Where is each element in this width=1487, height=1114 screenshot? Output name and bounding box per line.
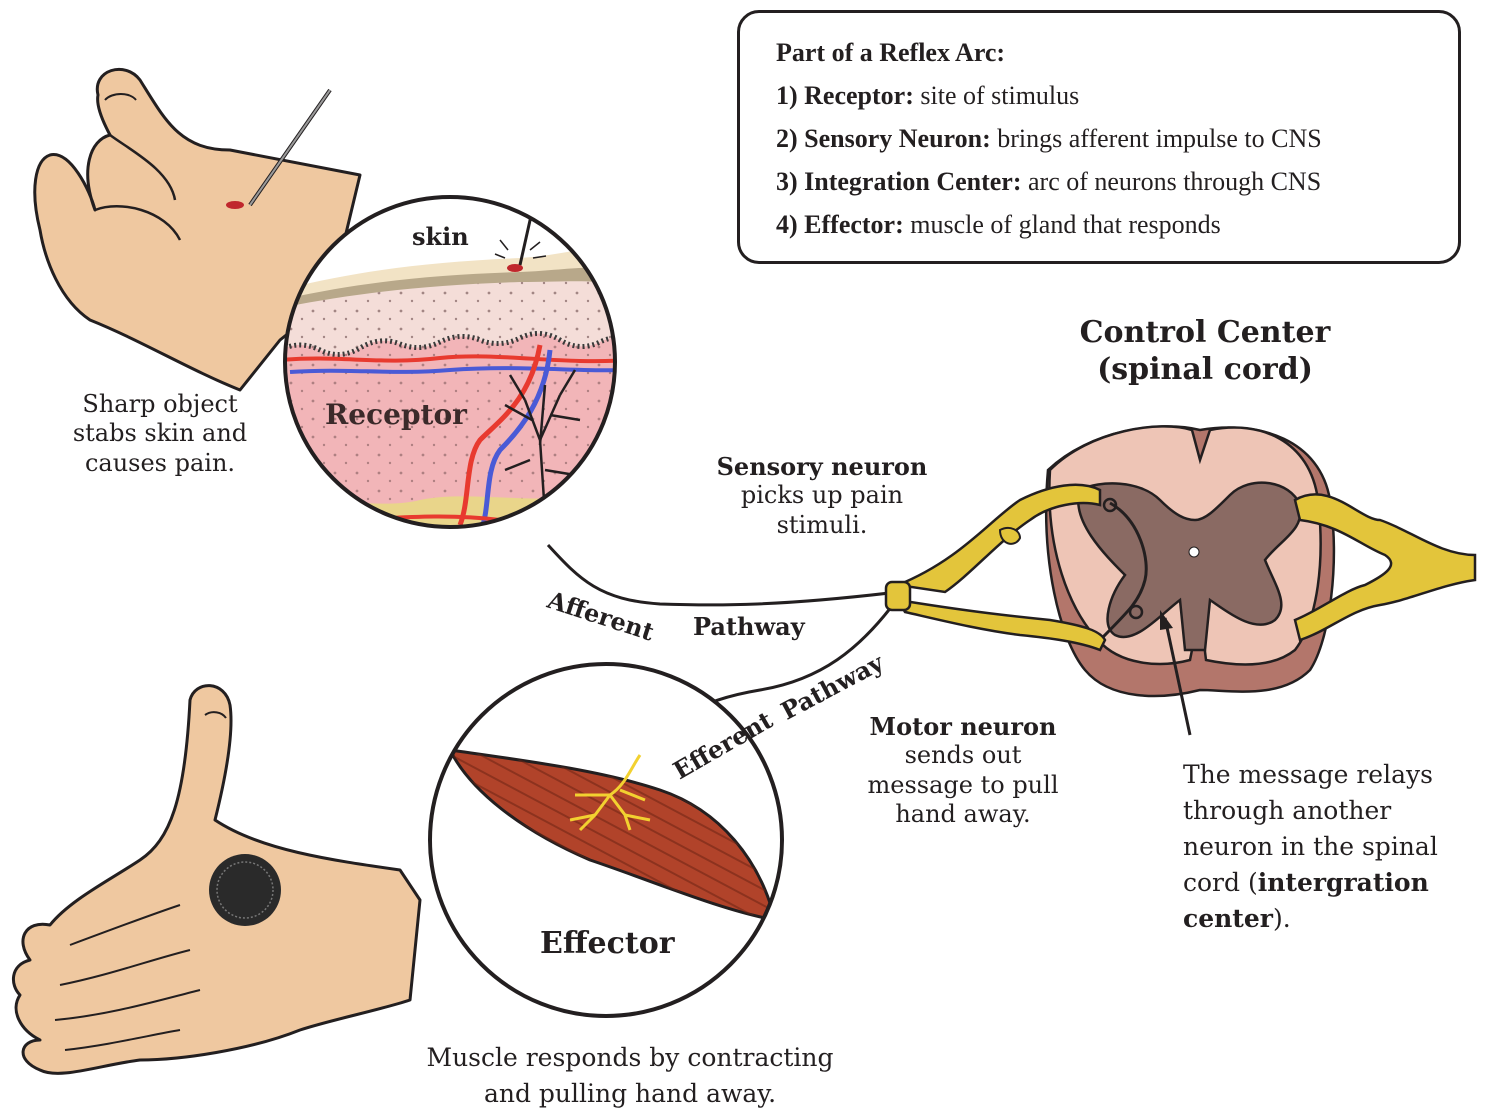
legend-item: 1) Receptor: site of stimulus: [776, 74, 1422, 117]
legend-desc: brings afferent impulse to CNS: [997, 124, 1321, 153]
legend-item: 3) Integration Center: arc of neurons th…: [776, 160, 1422, 203]
control-center-title: Control Center (spinal cord): [1040, 315, 1370, 388]
effector-label: Effector: [540, 926, 675, 963]
muscle-effector: [430, 664, 782, 1016]
legend-term: 4) Effector:: [776, 210, 904, 239]
caption-line: The message relays: [1183, 757, 1473, 793]
legend-desc: site of stimulus: [920, 81, 1079, 110]
caption-heading: Sensory neuron: [702, 452, 942, 481]
caption-line: and pulling hand away.: [400, 1076, 860, 1112]
caption-line: Muscle responds by contracting: [400, 1040, 860, 1076]
skin-label: skin: [412, 222, 469, 251]
legend-desc: arc of neurons through CNS: [1028, 167, 1321, 196]
withdrawn-hand: [13, 686, 420, 1074]
title-line: Control Center: [1040, 315, 1370, 352]
caption-line: neuron in the spinal: [1183, 829, 1473, 865]
caption-line: stimuli.: [702, 511, 942, 540]
caption-fragment: cord (: [1183, 868, 1258, 897]
caption-heading: Motor neuron: [843, 712, 1083, 741]
caption-line: sends out: [843, 741, 1083, 770]
reflex-arc-legend: Part of a Reflex Arc: 1) Receptor: site …: [737, 10, 1461, 264]
legend-term: 1) Receptor:: [776, 81, 914, 110]
motor-neuron-caption: Motor neuron sends out message to pull h…: [843, 712, 1083, 829]
legend-item: 2) Sensory Neuron: brings afferent impul…: [776, 117, 1422, 160]
caption-line: through another: [1183, 793, 1473, 829]
caption-line: cord (intergration: [1183, 865, 1473, 901]
legend-term: 3) Integration Center:: [776, 167, 1022, 196]
sharp-object-caption: Sharp object stabs skin and causes pain.: [40, 390, 280, 478]
legend-desc: muscle of gland that responds: [910, 210, 1221, 239]
legend-term: 2) Sensory Neuron:: [776, 124, 991, 153]
legend-item: 4) Effector: muscle of gland that respon…: [776, 203, 1422, 246]
caption-line: picks up pain: [702, 481, 942, 510]
caption-fragment: center: [1183, 904, 1273, 933]
caption-line: causes pain.: [40, 449, 280, 478]
spinal-cord: [886, 426, 1475, 735]
caption-line: stabs skin and: [40, 419, 280, 448]
afferent-pathway-label: Pathway: [693, 612, 805, 641]
legend-title: Part of a Reflex Arc:: [776, 38, 1005, 67]
receptor-label: Receptor: [325, 398, 467, 432]
caption-line: message to pull: [843, 771, 1083, 800]
caption-fragment: intergration: [1258, 868, 1429, 897]
caption-line: center).: [1183, 901, 1473, 937]
afferent-pathway-line: [548, 545, 898, 605]
title-line: (spinal cord): [1040, 352, 1370, 389]
relay-caption: The message relays through another neuro…: [1183, 757, 1473, 937]
caption-line: Sharp object: [40, 390, 280, 419]
sensory-neuron-caption: Sensory neuron picks up pain stimuli.: [702, 452, 942, 540]
caption-line: hand away.: [843, 800, 1083, 829]
caption-fragment: ).: [1273, 904, 1291, 933]
muscle-caption: Muscle responds by contracting and pulli…: [400, 1040, 860, 1112]
